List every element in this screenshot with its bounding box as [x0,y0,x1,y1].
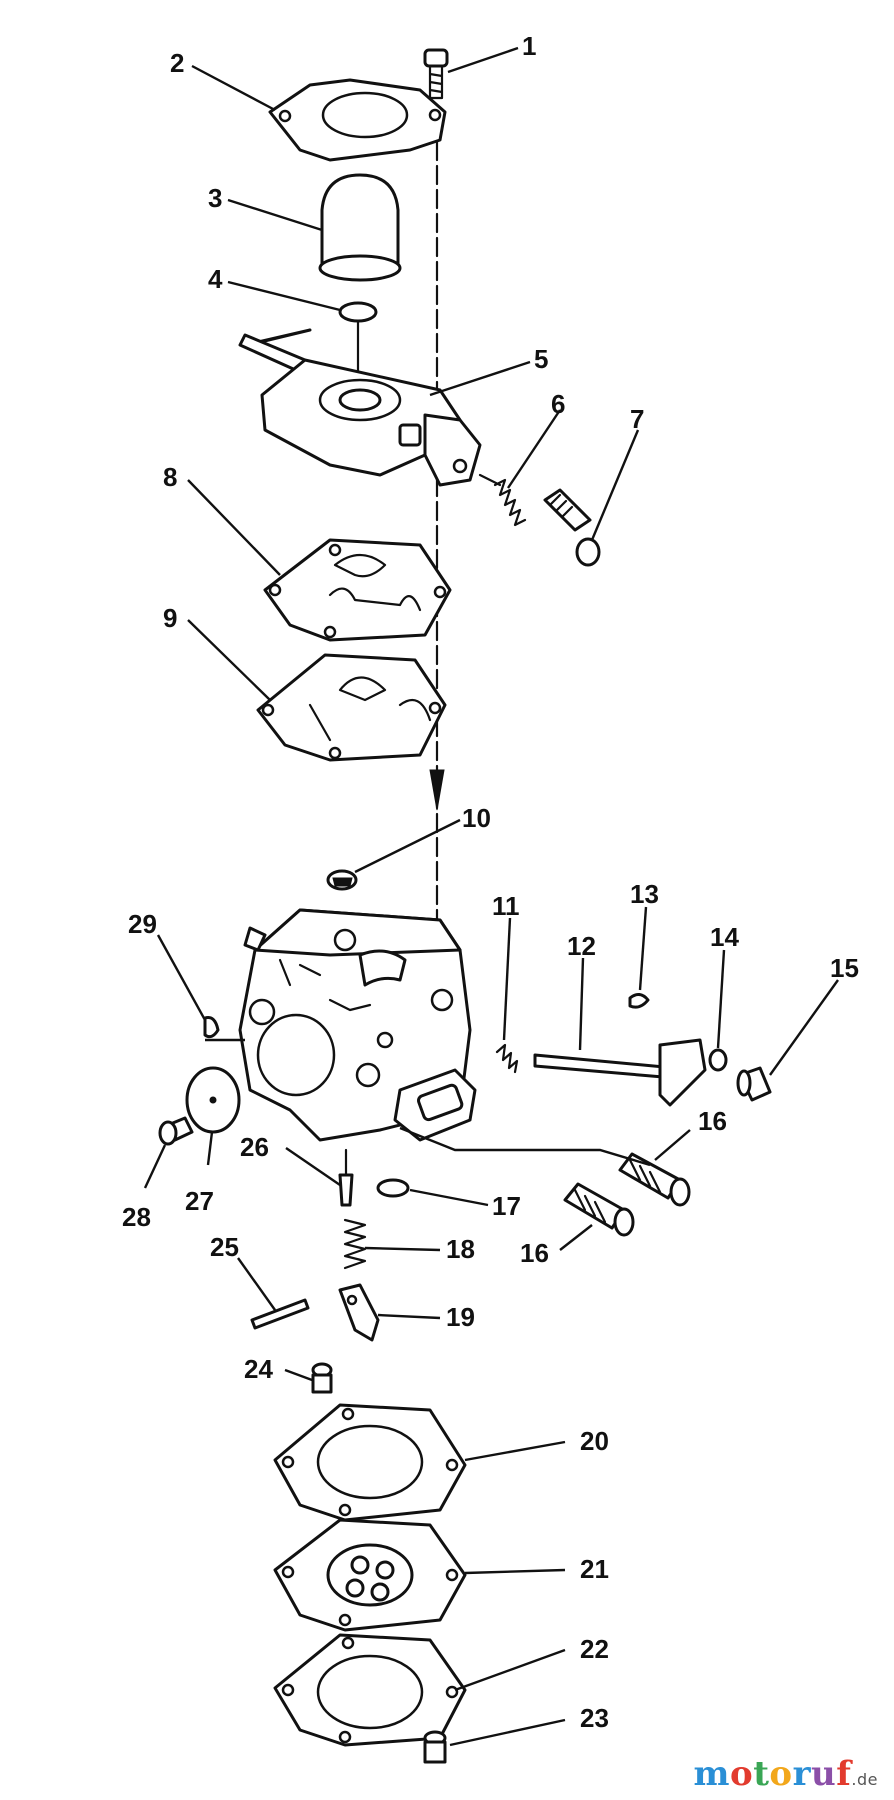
part-5-pump-cover [238,328,482,487]
part-7-screw [543,488,601,567]
callout-labels: 1 2 3 4 5 6 7 8 9 10 11 12 13 14 15 16 1… [122,31,859,1733]
callout-6: 6 [551,389,565,419]
callout-10: 10 [462,803,491,833]
callout-16-a: 16 [698,1106,727,1136]
part-9-gasket [256,653,447,762]
watermark-letter: o [730,1754,754,1794]
callout-7: 7 [630,404,644,434]
part-2-gasket [268,78,447,162]
callout-25: 25 [210,1232,239,1262]
watermark-suffix: .de [851,1770,878,1789]
part-24-screw [311,1362,333,1394]
part-8-diaphragm [263,538,452,642]
callout-15: 15 [830,953,859,983]
part-3-primer-bulb [318,173,402,282]
part-13-clip [628,993,650,1009]
callout-13: 13 [630,879,659,909]
callout-22: 22 [580,1634,609,1664]
part-20-gasket [273,1403,467,1522]
part-19-lever [338,1283,380,1342]
callout-23: 23 [580,1703,609,1733]
callout-2: 2 [170,48,184,78]
part-6-spring [478,473,527,527]
part-17-disc [376,1178,410,1198]
alignment-arrow [429,769,445,811]
motoruf-watermark-logo: motoruf.de [694,1754,878,1794]
part-11-spring [495,1043,519,1074]
callout-18: 18 [446,1234,475,1264]
callout-29: 29 [128,909,157,939]
leader-lines [143,46,839,1747]
callout-12: 12 [567,931,596,961]
callout-14: 14 [710,922,739,952]
callout-16-b: 16 [520,1238,549,1268]
part-25-pin [250,1298,310,1330]
callout-4: 4 [208,264,223,294]
watermark-letter: o [769,1754,793,1794]
callout-5: 5 [534,344,548,374]
watermark-letter: t [753,1754,770,1794]
part-10-needle-seat [326,869,358,891]
carburetor-body [238,908,477,1142]
watermark-letter: u [811,1754,837,1794]
part-22-cover [273,1633,467,1747]
callout-9: 9 [163,603,177,633]
part-26-needle [338,1148,354,1207]
callout-8: 8 [163,462,177,492]
part-16-mixture-screw-a [618,1152,691,1207]
part-12-throttle-shaft [533,1038,707,1107]
callout-11: 11 [492,891,520,921]
callout-19: 19 [446,1302,475,1332]
callout-3: 3 [208,183,222,213]
watermark-letter: m [693,1754,731,1794]
callout-27: 27 [185,1186,214,1216]
part-1-screw [423,48,449,100]
part-23-screw [423,1730,447,1764]
part-21-diaphragm [273,1518,467,1632]
watermark-letter: f [836,1754,852,1794]
callout-20: 20 [580,1426,609,1456]
part-16-mixture-screw-b [563,1182,635,1237]
watermark-letter: r [792,1754,812,1794]
callout-21: 21 [580,1554,609,1584]
callout-24: 24 [244,1354,273,1384]
callout-17: 17 [492,1191,521,1221]
part-14-washer [708,1048,728,1072]
part-15-cap [736,1066,772,1102]
part-18-spring [343,1218,367,1270]
part-29-clip [203,1016,220,1039]
part-28-screw [158,1116,194,1146]
part-27-disc [185,1066,241,1134]
callout-1: 1 [522,31,536,61]
callout-26: 26 [240,1132,269,1162]
callout-28: 28 [122,1202,151,1232]
